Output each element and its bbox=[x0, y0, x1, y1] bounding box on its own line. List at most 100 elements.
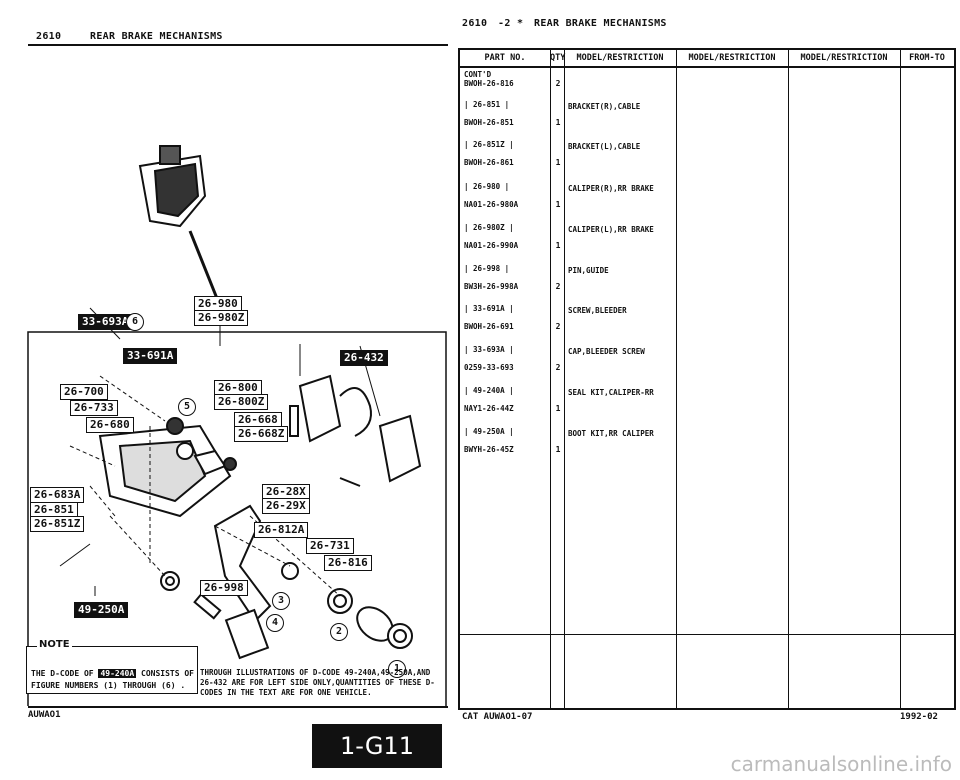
part-desc: BRACKET(L),CABLE bbox=[568, 142, 641, 151]
part-desc: SEAL KIT,CALIPER-RR bbox=[568, 388, 654, 397]
vline-5 bbox=[900, 50, 901, 708]
callout-1: 1 bbox=[388, 660, 406, 678]
label-49-250a: 49-250A bbox=[74, 602, 129, 618]
label-26-800: 26-800 bbox=[214, 380, 262, 396]
note-line-1: THE D-CODE OF 49-240A CONSISTS OF bbox=[31, 669, 194, 678]
label-26-733: 26-733 bbox=[70, 400, 118, 416]
callout-3: 3 bbox=[272, 592, 290, 610]
note-code: 49-240A bbox=[98, 669, 137, 678]
part-desc: CALIPER(L),RR BRAKE bbox=[568, 225, 654, 234]
row-ref: CONT'D bbox=[464, 70, 492, 79]
left-section-title: REAR BRAKE MECHANISMS bbox=[90, 31, 223, 42]
label-26-731: 26-731 bbox=[306, 538, 354, 554]
part-number: NA01-26-980A bbox=[464, 200, 519, 209]
row-ref: | 26-980 | bbox=[464, 182, 510, 191]
label-26-812a: 26-812A bbox=[254, 522, 309, 538]
col-model-1: MODEL/RESTRICTION bbox=[564, 50, 677, 66]
label-26-680: 26-680 bbox=[86, 417, 134, 433]
callout-5: 5 bbox=[178, 398, 196, 416]
label-26-851z: 26-851Z bbox=[30, 516, 85, 532]
callout-4: 4 bbox=[266, 614, 284, 632]
row-ref: | 33-691A | bbox=[464, 304, 514, 313]
callout-6: 6 bbox=[126, 313, 144, 331]
row-ref: | 26-851Z | bbox=[464, 140, 514, 149]
note-line1-text: THE D-CODE OF bbox=[31, 669, 94, 678]
row-ref: | 33-693A | bbox=[464, 345, 514, 354]
vline-3 bbox=[676, 50, 677, 708]
footer-date: 1992-02 bbox=[900, 712, 938, 722]
part-desc: BRACKET(R),CABLE bbox=[568, 102, 641, 111]
label-26-28x: 26-28X bbox=[262, 484, 310, 500]
part-number: BWYH-26-45Z bbox=[464, 445, 514, 454]
row-ref: | 26-851 | bbox=[464, 100, 510, 109]
part-qty: 1 bbox=[555, 241, 561, 250]
part-number: BW3H-26-998A bbox=[464, 282, 519, 291]
note-line1b-text: CONSISTS OF bbox=[141, 669, 194, 678]
header-underline bbox=[460, 66, 954, 68]
part-desc: CAP,BLEEDER SCREW bbox=[568, 347, 645, 356]
label-26-800z: 26-800Z bbox=[214, 394, 269, 410]
label-26-700: 26-700 bbox=[60, 384, 108, 400]
footer-catalog-code: CAT AUWAO1-07 bbox=[462, 712, 533, 722]
part-number: NAY1-26-44Z bbox=[464, 404, 514, 413]
row-ref: | 26-998 | bbox=[464, 264, 510, 273]
part-qty: 1 bbox=[555, 404, 561, 413]
label-26-998: 26-998 bbox=[200, 580, 248, 596]
watermark: carmanualsonline.info bbox=[730, 752, 952, 776]
part-qty: 2 bbox=[555, 79, 561, 88]
label-26-683a: 26-683A bbox=[30, 487, 85, 503]
parts-table: PART NO. QTY MODEL/RESTRICTION MODEL/RES… bbox=[458, 48, 956, 710]
note-title: NOTE bbox=[37, 639, 72, 650]
footer-rule-left bbox=[28, 706, 448, 708]
col-model-2: MODEL/RESTRICTION bbox=[676, 50, 789, 66]
part-desc: PIN,GUIDE bbox=[568, 266, 609, 275]
table-bottom-rule bbox=[460, 634, 954, 635]
note-box: NOTE THE D-CODE OF 49-240A CONSISTS OF F… bbox=[26, 639, 198, 694]
part-number: BWOH-26-691 bbox=[464, 322, 514, 331]
note-line2-text: FIGURE NUMBERS bbox=[31, 681, 99, 690]
label-bleeder-screw: 33-691A bbox=[123, 348, 178, 364]
vline-4 bbox=[788, 50, 789, 708]
label-26-29x: 26-29X bbox=[262, 498, 310, 514]
col-from-to: FROM-TO bbox=[909, 53, 945, 63]
part-number: BWOH-26-816 bbox=[464, 79, 514, 88]
part-qty: 2 bbox=[555, 282, 561, 291]
right-section-title: REAR BRAKE MECHANISMS bbox=[534, 18, 667, 29]
label-26-668z: 26-668Z bbox=[234, 426, 289, 442]
part-qty: 1 bbox=[555, 158, 561, 167]
parts-illustration bbox=[27, 145, 447, 706]
label-caliper-r: 26-980 bbox=[194, 296, 242, 312]
label-26-432: 26-432 bbox=[340, 350, 388, 366]
note-line2b-text: THROUGH bbox=[122, 681, 157, 690]
part-qty: 1 bbox=[555, 200, 561, 209]
part-desc: BOOT KIT,RR CALIPER bbox=[568, 429, 654, 438]
part-desc: CALIPER(R),RR BRAKE bbox=[568, 184, 654, 193]
page-tab: 1-G11 bbox=[312, 724, 442, 768]
label-cap-bleeder: 33-693A bbox=[78, 314, 133, 330]
exploded-diagram: 2610 REAR BRAKE MECHANISMS bbox=[0, 0, 450, 720]
label-26-668: 26-668 bbox=[234, 412, 282, 428]
col-model-3: MODEL/RESTRICTION bbox=[788, 50, 901, 66]
part-number: BWOH-26-851 bbox=[464, 118, 514, 127]
right-section-code: -2 * bbox=[498, 18, 524, 29]
part-desc: SCREW,BLEEDER bbox=[568, 306, 627, 315]
row-ref: | 26-980Z | bbox=[464, 223, 514, 232]
row-ref: | 49-240A | bbox=[464, 386, 514, 395]
part-qty: 1 bbox=[555, 445, 561, 454]
part-number: BWOH-26-861 bbox=[464, 158, 514, 167]
row-ref: | 49-250A | bbox=[464, 427, 514, 436]
right-section-number: 2610 bbox=[462, 18, 488, 29]
col-part-no: PART NO. bbox=[460, 50, 551, 66]
left-section-number: 2610 bbox=[36, 31, 62, 42]
part-qty: 2 bbox=[555, 322, 561, 331]
label-caliper-l: 26-980Z bbox=[194, 310, 249, 326]
vline-2 bbox=[564, 50, 565, 708]
header-rule bbox=[28, 44, 448, 46]
part-number: 0259-33-693 bbox=[464, 363, 514, 372]
part-qty: 2 bbox=[555, 363, 561, 372]
callout-2: 2 bbox=[330, 623, 348, 641]
label-26-816: 26-816 bbox=[324, 555, 372, 571]
part-qty: 1 bbox=[555, 118, 561, 127]
note-line-2: FIGURE NUMBERS (1) THROUGH (6) . bbox=[31, 681, 186, 690]
col-qty: QTY bbox=[550, 50, 565, 66]
